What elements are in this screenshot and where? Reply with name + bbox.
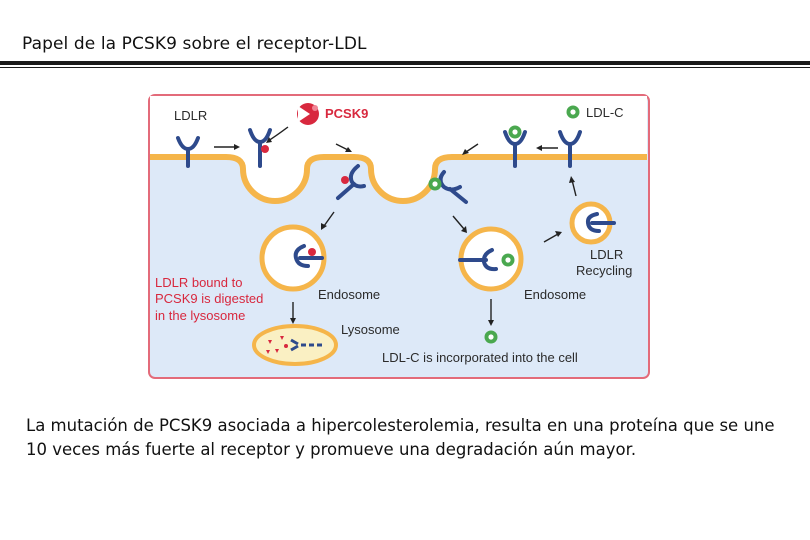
arrow-into-left-pit: [335, 143, 349, 151]
title-divider-thick: [0, 61, 810, 65]
right-endosome-ldlc: [501, 253, 515, 267]
surface-ldlc: [508, 125, 522, 139]
arrow-to-left-endosome-head: [321, 223, 327, 230]
pcsk9-ldlr-diagram: LDLR PCSK9 LDL-C: [148, 94, 650, 379]
arrow-binding: [214, 144, 240, 150]
arrow-to-recycling-head: [555, 231, 562, 237]
left-endosome-receptor: [293, 244, 324, 268]
arrow-to-left-endosome: [323, 211, 335, 227]
free-ldlc: [484, 330, 498, 344]
bound-label-line-3: in the lysosome: [155, 308, 245, 323]
ldlr-receptor-bound: [248, 128, 272, 168]
right-endosome-label: Endosome: [524, 287, 586, 302]
bound-label-line-2: PCSK9 is digested: [155, 291, 263, 306]
ldlr-receptor-free: [176, 136, 200, 168]
left-pit-pcsk9: [341, 176, 349, 184]
incorporated-label: LDL-C is incorporated into the cell: [382, 350, 578, 365]
extracellular-space: [150, 96, 647, 201]
slide-title: Papel de la PCSK9 sobre el receptor-LDL: [22, 34, 367, 54]
arrow-ldlc-binding: [536, 145, 558, 151]
arrow-to-right-endosome-head: [461, 226, 467, 233]
arrow-into-right-pit-head: [462, 149, 469, 155]
arrow-to-free-ldlc-head: [488, 320, 494, 326]
right-pit-receptor: [438, 170, 468, 204]
arrow-to-recycling: [543, 233, 559, 243]
arrow-recycling-to-surface: [571, 179, 577, 197]
ldlr-recycling-label-line-1: LDLR: [590, 247, 623, 262]
pcsk9-bound-dot: [261, 145, 269, 153]
recycling-receptor: [585, 212, 616, 233]
title-divider-thin: [0, 67, 810, 68]
left-pit-receptor: [336, 164, 366, 200]
lysosome: [252, 324, 338, 366]
left-endosome-label: Endosome: [318, 287, 380, 302]
left-endosome-pcsk9: [308, 248, 316, 256]
diagram-svg: LDLR PCSK9 LDL-C: [148, 94, 650, 379]
right-endosome-receptor: [458, 248, 498, 272]
ldlr-label: LDLR: [174, 108, 207, 123]
ldlr-with-ldlc-receptor: [503, 130, 527, 168]
arrow-pcsk9-head: [266, 137, 272, 143]
pcsk9-icon: [297, 103, 319, 125]
lysosome-label: Lysosome: [341, 322, 400, 337]
ldlr-recycling-label-line-2: Recycling: [576, 263, 632, 278]
arrow-recycling-to-surface-head: [569, 176, 575, 183]
right-pit-ldlc: [428, 177, 442, 191]
bound-label-line-1: LDLR bound to: [155, 275, 242, 290]
arrow-into-right-pit: [465, 143, 479, 153]
pcsk9-label: PCSK9: [325, 106, 368, 121]
caption-text: La mutación de PCSK9 asociada a hipercol…: [26, 416, 775, 459]
ldlc-legend-icon: [566, 105, 580, 119]
lysosome-fragments: [266, 336, 322, 354]
arrow-to-lysosome-head: [290, 318, 296, 324]
arrow-to-right-endosome: [452, 215, 465, 230]
ldlc-label: LDL-C: [586, 105, 624, 120]
ldlr-receptor-recycled: [558, 130, 582, 168]
arrow-into-left-pit-head: [345, 147, 352, 152]
